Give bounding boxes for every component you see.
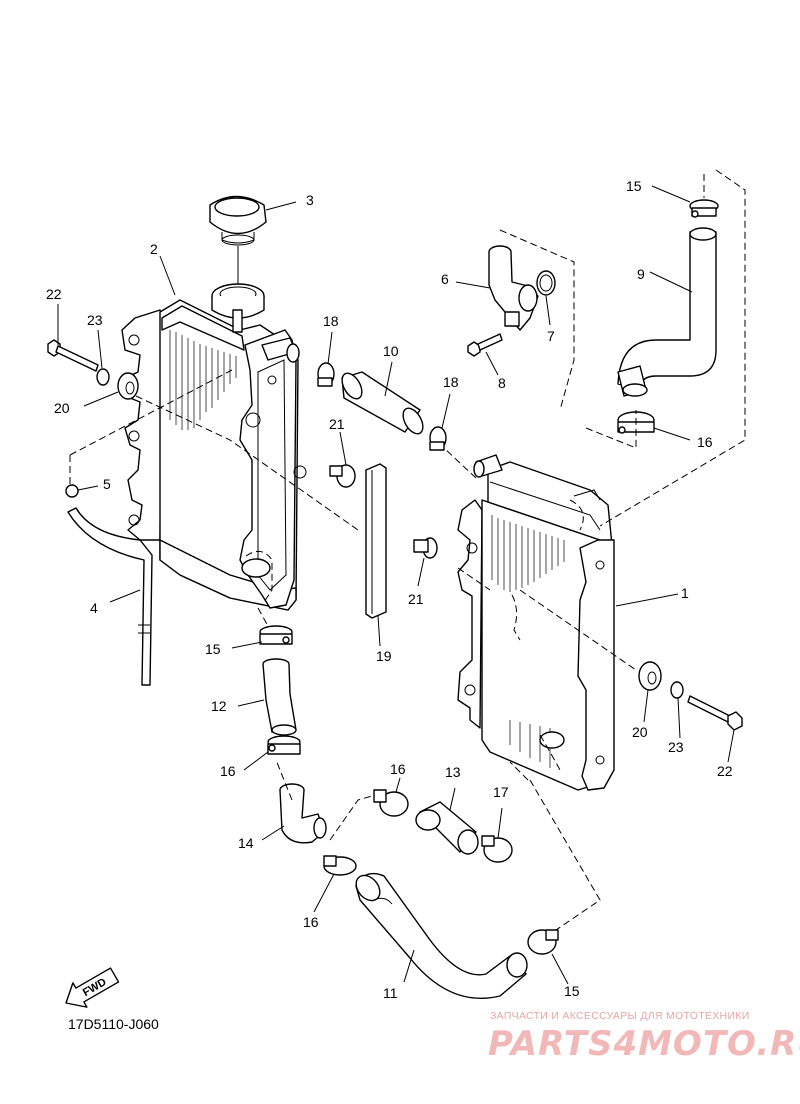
left-radiator-fins <box>169 330 237 430</box>
bolt-22-right <box>687 695 743 731</box>
diagram-code: 17D5110-J060 <box>68 1016 159 1032</box>
collar-21-lower <box>413 537 438 559</box>
upper-hose-9 <box>617 227 717 397</box>
washer-23-left <box>96 368 110 386</box>
hose-clamp-15-lower <box>527 929 559 955</box>
callout-12: 12 <box>211 698 227 714</box>
callout-11: 11 <box>383 985 398 1001</box>
callout-6: 6 <box>441 271 449 287</box>
hose-clamp-18-right <box>429 426 447 451</box>
watermark-tagline: ЗАПЧАСТИ И АКСЕССУАРЫ ДЛЯ МОТОТЕХНИКИ <box>490 1010 750 1022</box>
callout-1: 1 <box>681 585 689 601</box>
callout-4: 4 <box>90 600 98 616</box>
callout-23-left: 23 <box>87 312 103 328</box>
breather-hose-4 <box>65 484 153 686</box>
hose-12 <box>262 658 297 736</box>
callout-14: 14 <box>238 835 254 851</box>
grommet-20-right <box>638 661 662 691</box>
callout-10: 10 <box>383 343 399 359</box>
callout-21-upper: 21 <box>329 416 345 432</box>
bolt-22-left <box>47 339 99 372</box>
hose-clamp-15-top <box>689 199 719 218</box>
callout-2: 2 <box>150 241 158 257</box>
hose-clamp-16-middle <box>373 789 409 817</box>
collar-21-upper <box>329 464 356 488</box>
watermark-logo: PARTS4MOTO.RU <box>488 1024 800 1064</box>
leader-lines <box>57 185 735 985</box>
right-radiator <box>457 454 615 791</box>
radiator-cap <box>209 195 267 246</box>
callout-5: 5 <box>103 476 111 492</box>
hose-13 <box>415 801 479 855</box>
assembly-lines <box>69 169 746 931</box>
callout-18-right: 18 <box>443 374 459 390</box>
grommet-20-left <box>117 372 139 400</box>
callout-22-right: 22 <box>717 763 733 779</box>
hose-joint-6 <box>488 245 539 331</box>
lower-hose-11 <box>355 872 528 1000</box>
bolt-8 <box>467 333 503 357</box>
callout-19: 19 <box>376 648 392 664</box>
left-radiator <box>121 283 307 611</box>
callout-15-left: 15 <box>205 641 221 657</box>
callout-8: 8 <box>498 375 506 391</box>
callout-21-lower: 21 <box>408 591 424 607</box>
callout-16-middle: 16 <box>390 761 406 777</box>
callout-18-left: 18 <box>323 313 339 329</box>
callout-7: 7 <box>547 328 555 344</box>
hose-clamp-16-left-lower <box>323 855 357 876</box>
callout-23-right: 23 <box>668 739 684 755</box>
callout-15-lower: 15 <box>564 983 580 999</box>
hose-10 <box>341 371 424 435</box>
hose-clamp-17 <box>481 835 513 863</box>
callout-22-left: 22 <box>46 286 62 302</box>
callout-20-right: 20 <box>632 724 648 740</box>
callout-16-lower: 16 <box>303 914 319 930</box>
callout-13: 13 <box>445 764 461 780</box>
callout-9: 9 <box>637 266 645 282</box>
hose-clamp-16-left-upper <box>267 735 301 755</box>
callout-20-left: 20 <box>54 400 70 416</box>
washer-23-right <box>670 681 684 699</box>
protector-19 <box>365 463 387 619</box>
hose-clamp-15-left <box>259 625 293 645</box>
callout-16-upper: 16 <box>697 434 713 450</box>
callout-16-left: 16 <box>220 763 236 779</box>
callout-3: 3 <box>306 192 314 208</box>
callout-15-top: 15 <box>626 178 642 194</box>
joint-14 <box>279 783 327 844</box>
fwd-arrow-icon: FWD <box>65 967 120 1008</box>
callout-labels: 1 2 3 4 5 6 7 8 9 10 11 12 13 14 15 15 1… <box>46 178 733 1001</box>
callout-17: 17 <box>493 784 509 800</box>
o-ring-7 <box>536 270 556 296</box>
hose-clamp-18-left <box>317 362 335 387</box>
